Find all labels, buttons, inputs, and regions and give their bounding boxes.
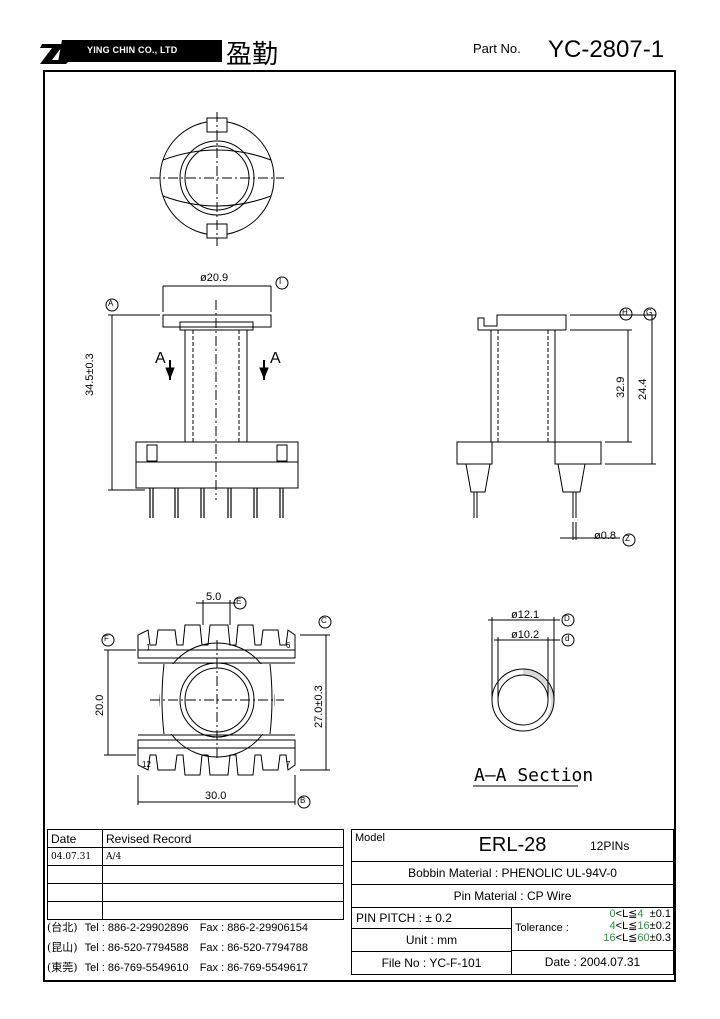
table-row [47,901,344,920]
revision-date: 04.07.31 [47,847,103,866]
tolerance-line: 16<L≦60±0.3 [603,932,671,944]
dim-length-30: 30.0 [205,790,227,802]
dim-height-32-9: 32.9 [615,376,627,398]
section-view [473,617,578,787]
table-row: 04.07.31 A/4 [47,847,344,866]
model-label: Model [355,832,385,844]
pin-label-7: 7 [286,760,291,769]
section-mark-left: A [155,350,166,367]
file-number: YC-F-101 [429,956,482,970]
date-row: Date : 2004.07.31 [544,955,641,969]
spec-block: Model ERL-28 12PINs Bobbin Material : PH… [351,829,674,975]
ref-d-lower: d [565,634,570,643]
company-chinese-name: 盈勤 [226,40,279,70]
pin-material-row: Pin Material : CP Wire [352,885,673,908]
reference-markers [101,276,657,809]
contact-row: (昆山) Tel : 86-520-7794588 Fax : 86-520-7… [47,941,308,954]
bobbin-label: Bobbin Material : [408,866,499,880]
tolerance-label: Tolerance : [515,922,569,934]
dim-diameter-12-1: ø12.1 [511,609,540,621]
dim-width-27: 27.0±0.3 [313,685,325,728]
revision-col-date: Date [47,829,103,848]
dim-diameter-10-2: ø10.2 [511,629,540,641]
dim-width-20: 20.0 [94,694,106,716]
revision-table: Date Revised Record 04.07.31 A/4 [47,829,344,920]
section-title: A–A Section [474,765,594,786]
bottom-view [104,600,330,805]
ref-i: I [279,277,282,286]
dim-height-34-5: 34.5±0.3 [84,353,96,396]
contact-row: (台北) Tel : 886-2-29902896 Fax : 886-2-29… [47,921,308,934]
tolerance-block: PIN PITCH : ± 0.2 Unit : mm File No : YC… [352,908,673,974]
ref-h: H [622,308,628,317]
drawing-date: 2004.07.31 [580,955,641,969]
top-view [150,112,284,246]
ref-e: E [236,597,242,606]
part-number: YC-2807-1 [548,36,665,63]
pin-material-label: Pin Material : [453,889,524,903]
tolerance-line: 0<L≦4 ±0.1 [609,908,671,920]
dim-pitch: 5.0 [206,591,222,603]
ref-g: G [646,308,653,317]
dim-diameter-20-9: ø20.9 [200,272,229,284]
ref-d-upper: D [564,614,570,623]
dim-height-24-4: 24.4 [637,378,649,400]
unit: mm [437,933,458,947]
ref-b: B [300,796,306,805]
pin-label-12: 12 [142,760,151,769]
side-view [456,314,656,540]
company-name: YING CHIN CO., LTD [87,45,178,55]
pitch-row: PIN PITCH : ± 0.2 [352,908,511,929]
tolerance-row: Tolerance : 0<L≦4 ±0.1 4<L≦16±0.2 16<L≦6… [512,908,673,951]
ref-a: A [108,299,114,308]
part-number-label: Part No. [473,41,521,56]
model-name: ERL-28 [478,834,547,856]
bobbin-row: Bobbin Material : PHENOLIC UL-94V-0 [352,862,673,885]
ref-z: Z [625,534,630,543]
pin-label-1: 1 [146,643,151,652]
pin-pitch: ± 0.2 [425,911,452,925]
bobbin-material: PHENOLIC UL-94V-0 [501,866,617,880]
table-row [47,883,344,902]
revision-record: A/4 [102,847,344,866]
front-view [108,285,299,518]
contact-list: (台北) Tel : 886-2-29902896 Fax : 886-2-29… [47,918,308,978]
drawing-frame [43,70,676,982]
contact-row: (東莞) Tel : 86-769-5549610 Fax : 86-769-5… [47,961,308,974]
model-row: Model ERL-28 12PINs [352,830,673,862]
revision-col-record: Revised Record [102,829,344,848]
section-mark-right: A [270,350,281,367]
ref-f: F [104,634,109,643]
file-row: File No : YC-F-101 [381,956,482,970]
pin-material: CP Wire [526,889,572,903]
table-row [47,865,344,884]
dim-pin-diameter: ø0.8 [594,530,617,542]
tolerance-line: 4<L≦16±0.2 [609,920,671,932]
pin-count: 12PINs [590,839,630,853]
company-logo [40,40,222,64]
pin-label-6: 6 [286,641,291,650]
ref-c: C [321,616,327,625]
unit-row: Unit : mm [352,929,511,952]
